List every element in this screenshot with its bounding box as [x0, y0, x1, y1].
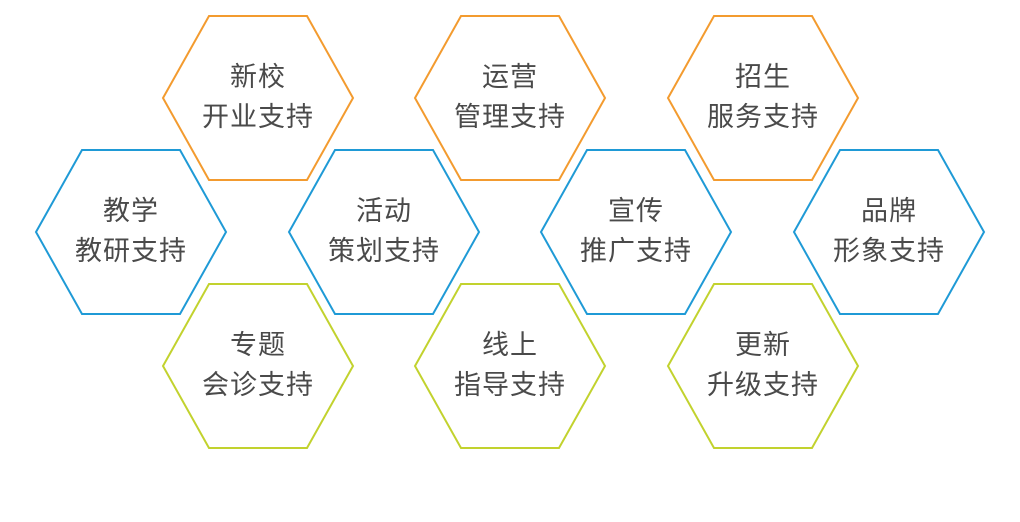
hex-label-activity: 活动 策划支持 — [294, 192, 474, 272]
hexagon-activity — [287, 149, 481, 315]
hexagon-brand — [792, 149, 986, 315]
hexagon-new-school — [161, 15, 355, 181]
hex-title: 更新 — [735, 330, 791, 361]
hex-title: 宣传 — [608, 196, 664, 227]
hexagon-teaching — [34, 149, 228, 315]
hexagon-promotion — [539, 149, 733, 315]
hex-subtitle: 推广支持 — [580, 236, 692, 267]
hex-subtitle: 升级支持 — [707, 370, 819, 401]
hex-label-teaching: 教学 教研支持 — [41, 192, 221, 272]
hex-subtitle: 管理支持 — [454, 102, 566, 133]
hex-title: 教学 — [103, 196, 159, 227]
hex-label-consult: 专题 会诊支持 — [168, 326, 348, 406]
hexagon-upgrade — [666, 283, 860, 449]
hexagon-enrollment — [666, 15, 860, 181]
hex-subtitle: 会诊支持 — [202, 370, 314, 401]
hex-label-online: 线上 指导支持 — [420, 326, 600, 406]
hex-label-operations: 运营 管理支持 — [420, 58, 600, 138]
hex-title: 活动 — [356, 196, 412, 227]
hex-subtitle: 指导支持 — [454, 370, 566, 401]
hex-label-new-school: 新校 开业支持 — [168, 58, 348, 138]
hex-subtitle: 教研支持 — [75, 236, 187, 267]
hex-title: 专题 — [230, 330, 286, 361]
hex-label-promotion: 宣传 推广支持 — [546, 192, 726, 272]
hex-label-enrollment: 招生 服务支持 — [673, 58, 853, 138]
hex-label-brand: 品牌 形象支持 — [799, 192, 979, 272]
hex-subtitle: 策划支持 — [328, 236, 440, 267]
hex-title: 品牌 — [861, 196, 917, 227]
hex-title: 招生 — [735, 62, 791, 93]
hexagon-consult — [161, 283, 355, 449]
hex-title: 新校 — [230, 62, 286, 93]
hexagon-online — [413, 283, 607, 449]
hex-subtitle: 服务支持 — [707, 102, 819, 133]
hex-title: 线上 — [482, 330, 538, 361]
hexagon-operations — [413, 15, 607, 181]
hex-subtitle: 开业支持 — [202, 102, 314, 133]
hex-title: 运营 — [482, 62, 538, 93]
hex-subtitle: 形象支持 — [833, 236, 945, 267]
hex-label-upgrade: 更新 升级支持 — [673, 326, 853, 406]
